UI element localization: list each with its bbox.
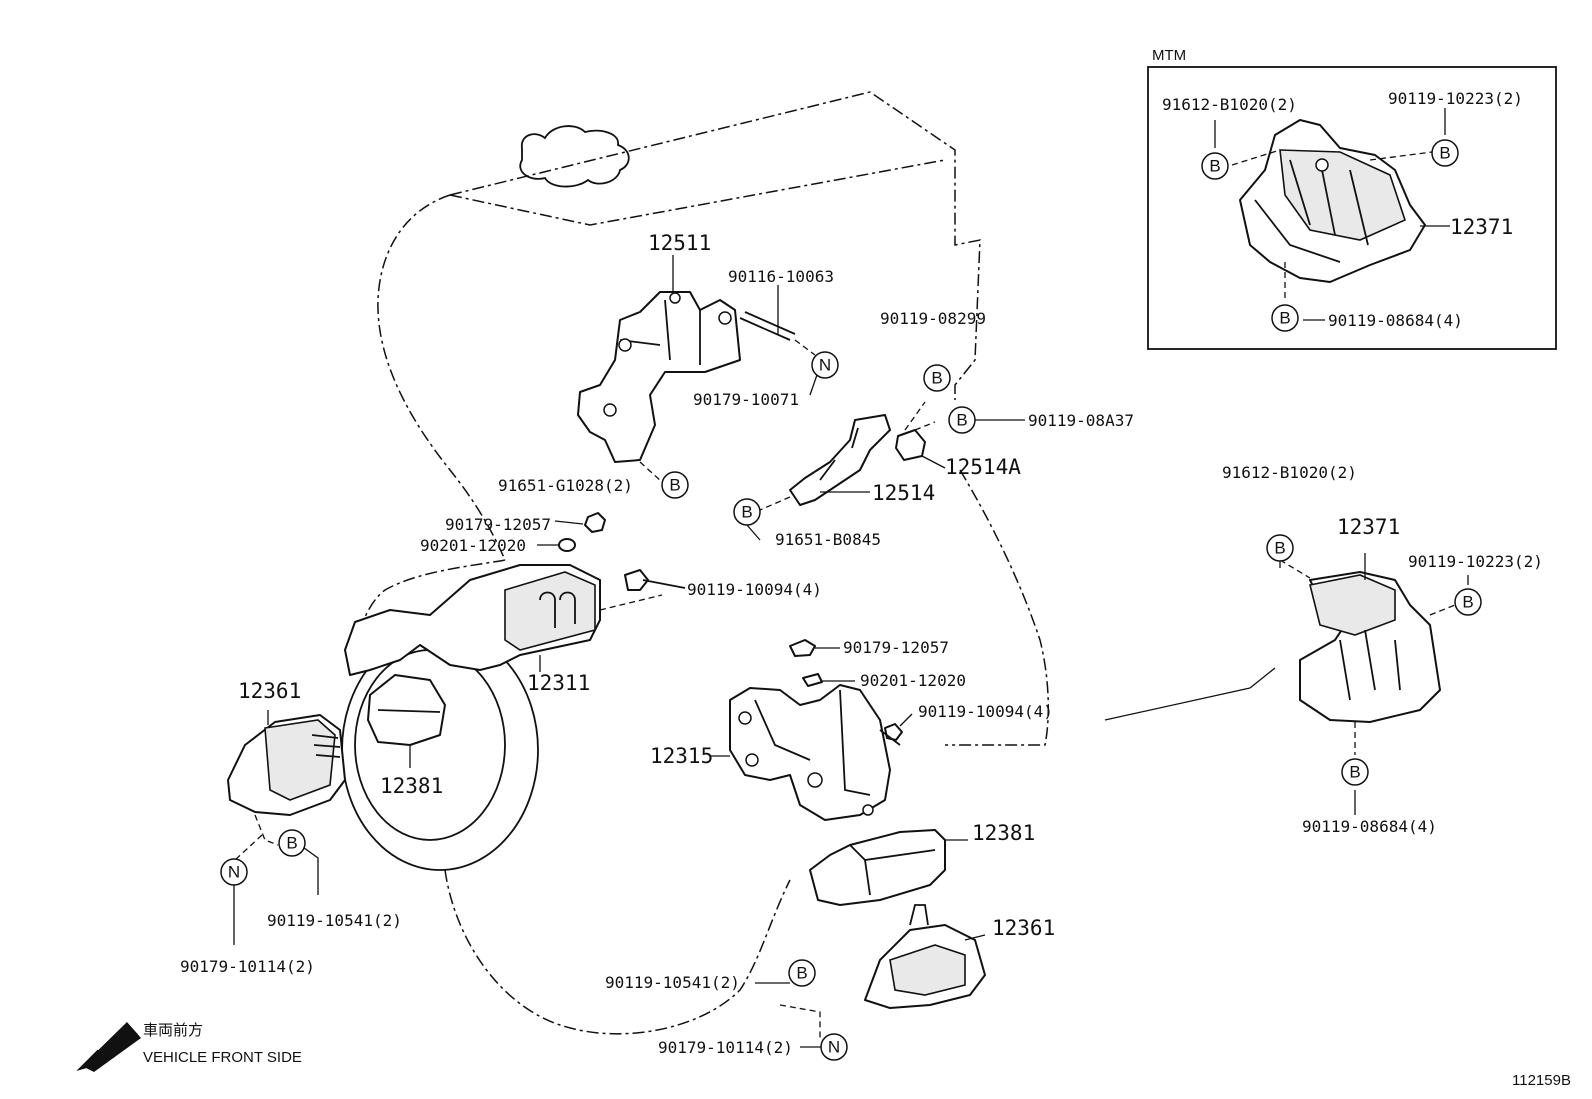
marker-b: B <box>733 498 761 526</box>
label-90119-08a37: 90119-08A37 <box>1028 411 1134 430</box>
label-12361-a: 12361 <box>238 679 301 703</box>
marker-n: N <box>811 351 839 379</box>
svg-text:B: B <box>956 411 967 430</box>
inset-title: MTM <box>1152 47 1186 64</box>
label-90201-12020-a: 90201-12020 <box>420 536 526 555</box>
nut-washer-set-b <box>789 639 913 746</box>
marker-b: B <box>1201 152 1229 180</box>
label-inset-mount: 12371 <box>1450 215 1513 239</box>
label-12381-b: 12381 <box>972 821 1035 845</box>
label-90119-08299: 90119-08299 <box>880 309 986 328</box>
marker-b: B <box>948 406 976 434</box>
marker-set: B B B N B B B B B N B N B B B <box>220 139 1482 1061</box>
marker-n: N <box>220 858 248 886</box>
label-90179-12057-a: 90179-12057 <box>445 515 551 534</box>
svg-text:B: B <box>1349 763 1360 782</box>
svg-text:N: N <box>228 863 240 882</box>
label-12511: 12511 <box>648 231 711 255</box>
label-12514: 12514 <box>872 481 935 505</box>
marker-b: B <box>278 829 306 857</box>
label-90119-10094-a: 90119-10094(4) <box>687 580 822 599</box>
front-direction-arrow-icon <box>76 1022 141 1072</box>
label-90179-10071: 90179-10071 <box>693 390 799 409</box>
nut-washer-set-a <box>537 512 606 552</box>
svg-text:B: B <box>669 476 680 495</box>
label-90179-12057-b: 90179-12057 <box>843 638 949 657</box>
label-90119-10094-b: 90119-10094(4) <box>918 702 1053 721</box>
label-12311: 12311 <box>527 671 590 695</box>
label-90179-10114-a: 90179-10114(2) <box>180 957 315 976</box>
marker-b: B <box>1266 534 1294 562</box>
marker-n: N <box>820 1033 848 1061</box>
label-90116-10063: 90116-10063 <box>728 267 834 286</box>
marker-b: B <box>1454 588 1482 616</box>
label-90179-10114-b: 90179-10114(2) <box>658 1038 793 1057</box>
label-90119-10541-a: 90119-10541(2) <box>267 911 402 930</box>
svg-text:B: B <box>1274 539 1285 558</box>
direction-label-english: VEHICLE FRONT SIDE <box>143 1049 302 1066</box>
marker-b: B <box>788 959 816 987</box>
svg-text:N: N <box>828 1038 840 1057</box>
marker-b: B <box>1341 758 1369 786</box>
label-inset-bolt-a: 91612-B1020(2) <box>1162 95 1297 114</box>
part-12311-mount <box>344 564 686 676</box>
label-12371: 12371 <box>1337 515 1400 539</box>
svg-text:N: N <box>819 356 831 375</box>
svg-text:B: B <box>286 834 297 853</box>
part-12381-right-stopper <box>809 829 968 906</box>
direction-label-japanese: 車両前方 <box>143 1022 203 1039</box>
part-12371-rear-mount <box>1104 553 1469 815</box>
label-12361-b: 12361 <box>992 916 1055 940</box>
label-inset-bolt-c: 90119-08684(4) <box>1328 311 1463 330</box>
part-12315-bracket <box>710 684 891 821</box>
part-12361-right-insulator <box>755 904 986 1048</box>
label-inset-bolt-b: 90119-10223(2) <box>1388 89 1523 108</box>
label-90119-08684: 90119-08684(4) <box>1302 817 1437 836</box>
svg-text:B: B <box>931 369 942 388</box>
label-90119-10223: 90119-10223(2) <box>1408 552 1543 571</box>
svg-text:B: B <box>796 964 807 983</box>
labels: MTM 91612-B1020(2) 90119-10223(2) 12371 … <box>143 47 1571 1089</box>
part-12514-bracket <box>746 414 891 541</box>
marker-b: B <box>1271 304 1299 332</box>
svg-text:B: B <box>1279 309 1290 328</box>
part-12361-left-insulator <box>227 710 346 945</box>
label-12514a: 12514A <box>945 455 1021 479</box>
svg-text:B: B <box>741 503 752 522</box>
label-12315: 12315 <box>650 744 713 768</box>
part-12511-bracket <box>577 255 819 483</box>
figure-id: 112159B <box>1512 1072 1571 1089</box>
label-90201-12020-b: 90201-12020 <box>860 671 966 690</box>
svg-text:B: B <box>1439 144 1450 163</box>
label-90119-10541-b: 90119-10541(2) <box>605 973 740 992</box>
label-91651-b0845: 91651-B0845 <box>775 530 881 549</box>
marker-b: B <box>1431 139 1459 167</box>
marker-b: B <box>661 471 689 499</box>
part-12514a-block <box>895 401 1025 469</box>
svg-text:B: B <box>1462 593 1473 612</box>
label-91651-g1028: 91651-G1028(2) <box>498 476 633 495</box>
label-91612-b1020: 91612-B1020(2) <box>1222 463 1357 482</box>
marker-b: B <box>923 364 951 392</box>
part-12381-left-stopper <box>367 674 446 768</box>
label-12381-a: 12381 <box>380 774 443 798</box>
mtm-inset-panel <box>1147 66 1557 350</box>
svg-text:B: B <box>1209 157 1220 176</box>
